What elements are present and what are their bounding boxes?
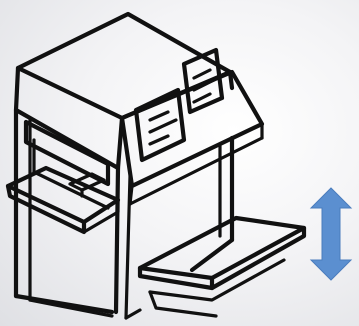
double-headed-vertical-arrow-icon	[309, 187, 353, 281]
slot-recess	[5, 119, 121, 235]
screen-left	[133, 87, 187, 163]
cabinet-front	[13, 107, 132, 320]
control-panel	[119, 47, 265, 206]
cabinet-side	[124, 135, 235, 320]
screen-right	[181, 47, 225, 115]
platform	[137, 215, 307, 318]
